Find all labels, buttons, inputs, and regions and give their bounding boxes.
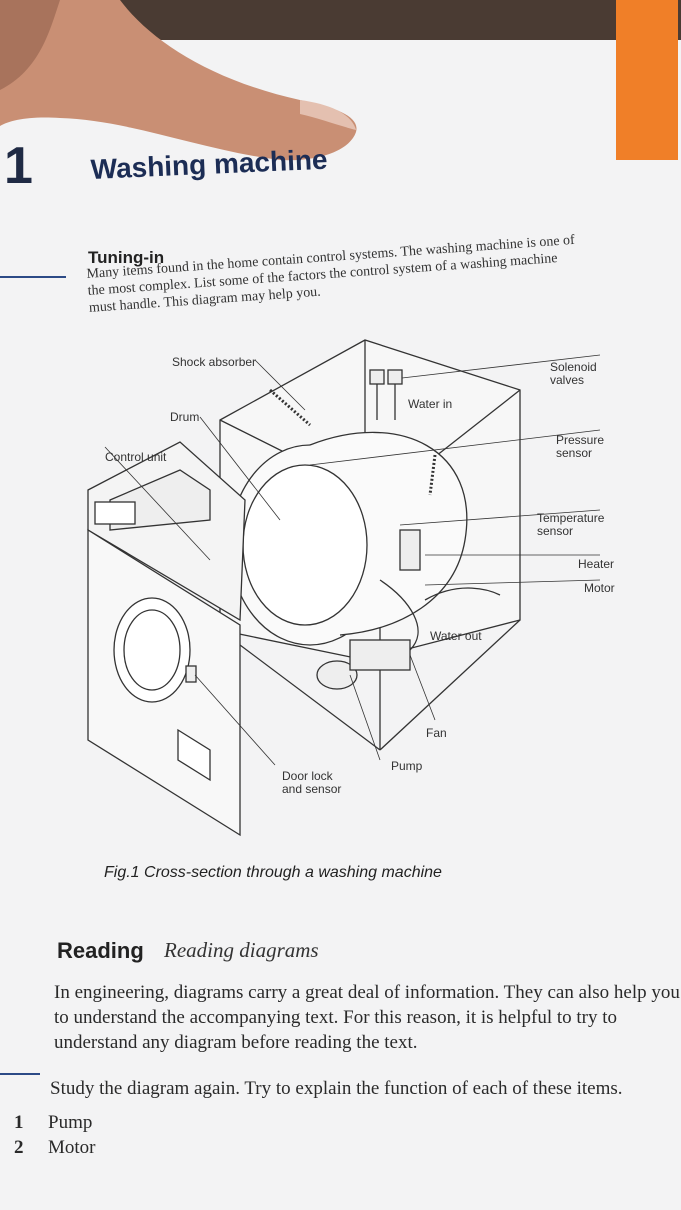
reading-subheading: Reading diagrams bbox=[164, 938, 319, 962]
reading-text: In engineering, diagrams carry a great d… bbox=[54, 982, 680, 1053]
washing-machine-diagram bbox=[87, 339, 601, 837]
label-pressure-sensor: Pressure sensor bbox=[556, 433, 605, 460]
tuning-in-heading: Tuning-in bbox=[88, 248, 165, 267]
label-door-lock: Door lock and sensor bbox=[282, 769, 342, 796]
label-solenoid-valves: Solenoid valves bbox=[550, 360, 597, 387]
task-instruction: Study the diagram again. Try to explain … bbox=[50, 1078, 623, 1099]
section-rule-2 bbox=[0, 1073, 40, 1075]
orange-page-tab bbox=[616, 0, 678, 160]
label-shock-absorber: Shock absorber bbox=[172, 355, 257, 369]
label-water-in: Water in bbox=[408, 397, 453, 411]
section-rule bbox=[0, 276, 66, 278]
label-fan: Fan bbox=[426, 726, 447, 740]
reading-heading: Reading bbox=[57, 938, 144, 963]
label-control-unit: Control unit bbox=[105, 450, 167, 464]
unit-number: 1 bbox=[4, 137, 33, 195]
finger-photo-overlay bbox=[0, 0, 357, 161]
label-water-out: Water out bbox=[430, 629, 482, 643]
label-temperature-sensor: Temperature sensor bbox=[537, 511, 605, 538]
label-heater: Heater bbox=[578, 557, 615, 571]
label-drum: Drum bbox=[170, 410, 200, 424]
label-pump: Pump bbox=[391, 759, 423, 773]
figure-caption: Fig.1 Cross-section through a washing ma… bbox=[104, 864, 442, 881]
label-motor: Motor bbox=[584, 581, 615, 595]
